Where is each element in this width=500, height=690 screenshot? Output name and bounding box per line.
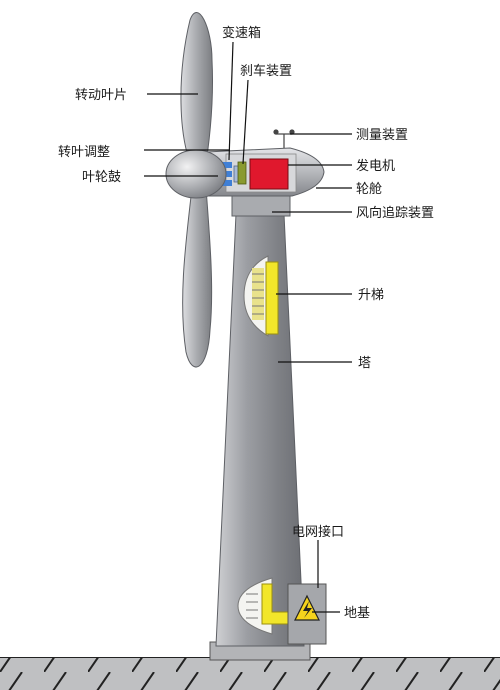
label-foundation: 地基 [344, 606, 370, 621]
label-generator: 发电机 [356, 158, 395, 174]
ground [0, 657, 500, 690]
anemometer-icon [273, 129, 295, 148]
label-grid-interface: 电网接口 [292, 524, 344, 540]
label-measuring-device: 测量装置 [356, 128, 408, 143]
ladder-window-upper [243, 255, 279, 337]
label-hub: 叶轮鼓 [82, 170, 121, 185]
label-nacelle: 轮舱 [356, 182, 382, 197]
label-tower: 塔 [358, 356, 371, 371]
label-brake: 刹车装置 [240, 63, 292, 79]
lightning-bolt-icon [303, 601, 312, 618]
leader-lines [144, 41, 352, 613]
label-ladder: 升梯 [358, 288, 384, 303]
generator [249, 158, 289, 190]
label-rotating-blade: 转动叶片 [75, 88, 127, 103]
yaw-system [231, 195, 291, 217]
grid-interface-cabinet [287, 583, 327, 645]
hub [165, 149, 227, 199]
ladder-window-lower [237, 577, 295, 635]
rotating-blade-bottom [182, 187, 213, 368]
brake [237, 161, 247, 185]
label-blade-pitch: 转叶调整 [58, 145, 110, 160]
label-yaw-system: 风向追踪装置 [356, 205, 434, 221]
ladder-upper [265, 261, 279, 335]
label-gearbox: 变速箱 [222, 25, 261, 41]
